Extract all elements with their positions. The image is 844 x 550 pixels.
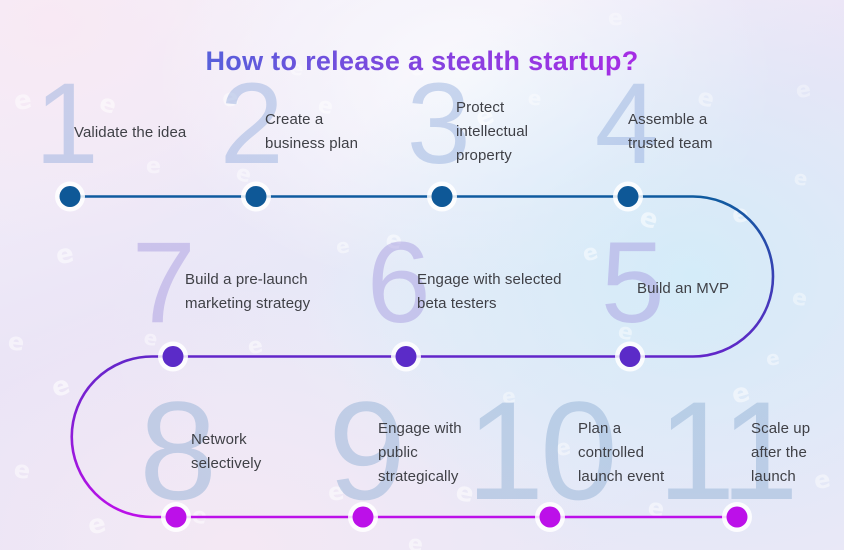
step-dot-3: [431, 186, 453, 207]
step-label-9: Engage with public strategically: [378, 420, 462, 485]
step-label-8: Network selectively: [191, 431, 262, 472]
flow-path: [70, 195, 775, 519]
step-label-2: Create a business plan: [265, 111, 359, 152]
page-title: How to release a stealth startup?: [0, 46, 844, 77]
step-label-6: Engage with selected beta testers: [417, 271, 562, 312]
step-dot-1: [59, 186, 81, 207]
step-label-5: Build an MVP: [637, 280, 730, 297]
step-label-1: Validate the idea: [74, 124, 187, 141]
step-dot-4: [617, 186, 639, 207]
step-dot-9: [352, 506, 374, 528]
step-dot-8: [165, 506, 187, 528]
step-dot-11: [726, 506, 748, 528]
step-label-4: Assemble a trusted team: [628, 111, 713, 152]
step-dot-7: [162, 346, 184, 367]
step-label-11: Scale up after the launch: [751, 420, 811, 485]
step-label-7: Build a pre-launch marketing strategy: [185, 271, 311, 312]
step-dot-6: [395, 346, 417, 367]
step-dot-5: [619, 346, 641, 367]
step-dot-10: [539, 506, 561, 528]
step-dot-2: [245, 186, 267, 207]
step-label-3: Protect intellectual property: [456, 99, 529, 164]
step-label-10: Plan a controlled launch event: [578, 420, 665, 485]
